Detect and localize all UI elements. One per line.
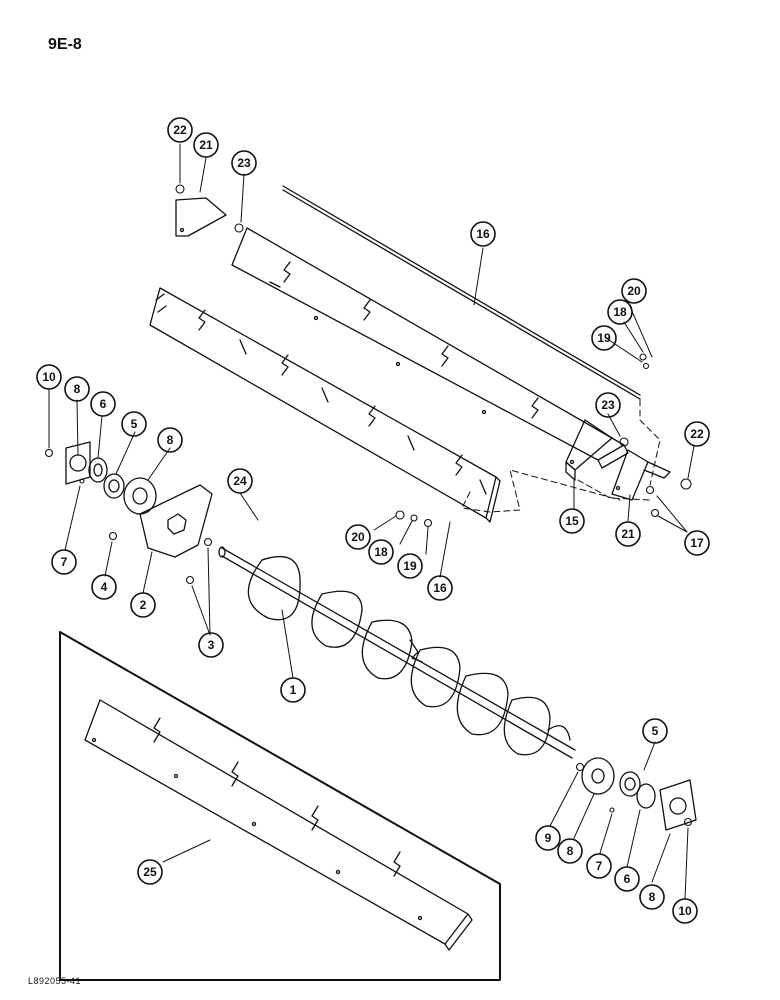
callout-label: 17 <box>690 536 704 550</box>
callout-label: 15 <box>565 514 579 528</box>
leader-lines <box>48 143 695 900</box>
callout-label: 20 <box>351 530 365 544</box>
callout-label: 8 <box>74 382 81 396</box>
callout-label: 21 <box>621 527 635 541</box>
callout-label: 8 <box>649 890 656 904</box>
callout-label: 18 <box>613 305 627 319</box>
callout-label: 16 <box>476 227 490 241</box>
callout-label: 3 <box>208 638 215 652</box>
inset-frame <box>59 631 501 981</box>
trough-rod <box>282 185 641 400</box>
right-lower-bracket <box>611 449 671 501</box>
callout-label: 8 <box>167 433 174 447</box>
callout-label: 19 <box>403 559 417 573</box>
assembly-lines <box>461 399 661 513</box>
callout-label: 7 <box>596 859 603 873</box>
callout-label: 22 <box>173 123 187 137</box>
callout-label: 9 <box>545 831 552 845</box>
lower-cover-panel <box>149 287 501 523</box>
callout-label: 25 <box>143 865 157 879</box>
right-bearing-assembly <box>581 757 697 831</box>
callout-label: 23 <box>601 398 615 412</box>
callout-label: 8 <box>567 844 574 858</box>
figure-code: L892055-41 <box>28 976 82 986</box>
callout-label: 7 <box>61 555 68 569</box>
callout-label: 6 <box>624 872 631 886</box>
callout-label: 4 <box>101 580 108 594</box>
end-plate <box>139 484 213 558</box>
left-bearing-assembly <box>65 441 157 515</box>
upper-cover-panel <box>231 227 629 469</box>
auger <box>218 546 576 759</box>
callout-label: 19 <box>597 331 611 345</box>
callout-label: 20 <box>627 284 641 298</box>
callout-label: 1 <box>290 683 297 697</box>
inset-panel <box>84 699 473 951</box>
callout-label: 23 <box>237 156 251 170</box>
panel-bracket <box>565 419 613 481</box>
callout-label: 10 <box>42 370 56 384</box>
hardware <box>44 184 693 827</box>
callout-label: 10 <box>678 904 692 918</box>
callout-label: 24 <box>233 474 247 488</box>
callout-label: 21 <box>199 138 213 152</box>
page-code: 9E-8 <box>48 36 82 53</box>
callout-label: 6 <box>100 397 107 411</box>
callout-label: 16 <box>433 581 447 595</box>
callout-label: 5 <box>652 724 659 738</box>
callout-label: 2 <box>140 598 147 612</box>
callout-label: 22 <box>690 427 704 441</box>
callout-circles <box>36 117 710 924</box>
callout-label: 18 <box>374 545 388 559</box>
left-top-bracket <box>175 197 227 237</box>
callout-label: 5 <box>131 417 138 431</box>
